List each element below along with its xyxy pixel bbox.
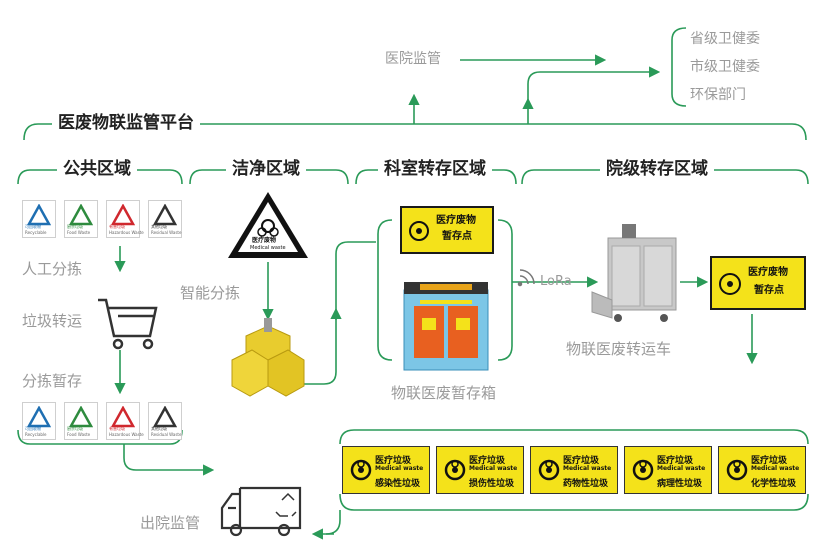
temp-storage-box: [403, 282, 489, 371]
zone-clean: 洁净区域: [226, 161, 306, 178]
authority-environment: 环保部门: [690, 87, 746, 103]
biohazard-icon: [726, 459, 748, 481]
biohazard-icon: [350, 459, 372, 481]
authority-provincial: 省级卫健委: [690, 31, 760, 47]
platform-title: 医废物联监管平台: [52, 115, 200, 132]
recycle-icon: [111, 204, 135, 226]
transfer-cart: [591, 224, 677, 322]
zone-dept-storage: 科室转存区域: [378, 161, 492, 178]
authority-municipal: 市级卫健委: [690, 59, 760, 75]
biohazard-icon: [409, 221, 429, 241]
step-manual-sorting: 人工分拣: [22, 260, 83, 278]
authorities-bracket: [671, 27, 687, 107]
recycle-icon: [153, 204, 177, 226]
recycle-icon: [27, 204, 51, 226]
arrow-to-exit: [123, 444, 215, 476]
arrow-platform-to-authorities: [527, 66, 661, 124]
recycle-icon: [27, 406, 51, 428]
step-transfer: 垃圾转运: [22, 312, 83, 330]
smart-sorting-unit: [231, 318, 305, 397]
hospital-supervision-label: 医院监管: [381, 52, 445, 66]
wifi-icon: [517, 269, 535, 287]
zone-public: 公共区域: [57, 161, 137, 178]
categories-bracket: [339, 429, 809, 445]
line-categories-to-exit: [325, 510, 341, 535]
temp-box-label: 物联医废暂存箱: [391, 384, 497, 402]
dept-storage-bracket: [377, 219, 393, 361]
platform-bracket: [23, 123, 807, 141]
zone-hospital-storage: 院级转存区域: [600, 161, 714, 178]
biohazard-icon: [719, 273, 741, 295]
recycle-icon: [111, 406, 135, 428]
triangle-cn: 医疗废物: [252, 237, 277, 244]
recycle-icon: [153, 406, 177, 428]
biohazard-warning-icon: [228, 192, 308, 258]
triangle-en: Medical waste: [250, 245, 286, 251]
line-smart-to-dept: [300, 241, 376, 385]
recycle-icon: [69, 406, 93, 428]
smart-sorting-label: 智能分拣: [180, 284, 241, 302]
exit-supervision-label: 出院监管: [140, 514, 201, 532]
transfer-cart-label: 物联医废转运车: [566, 340, 672, 358]
storage-point-sign-dept: 医疗废物 暂存点: [400, 206, 494, 254]
truck-icon: [220, 486, 302, 537]
recycle-icon: [69, 204, 93, 226]
step-temp-storage: 分拣暂存: [22, 372, 83, 390]
biohazard-icon: [444, 459, 466, 481]
biohazard-icon: [632, 459, 654, 481]
storage-point-sign-hospital: 医疗废物 暂存点: [710, 256, 806, 310]
biohazard-icon: [538, 459, 560, 481]
cart-icon: [98, 298, 158, 350]
lora-label: LoRa: [540, 274, 572, 289]
